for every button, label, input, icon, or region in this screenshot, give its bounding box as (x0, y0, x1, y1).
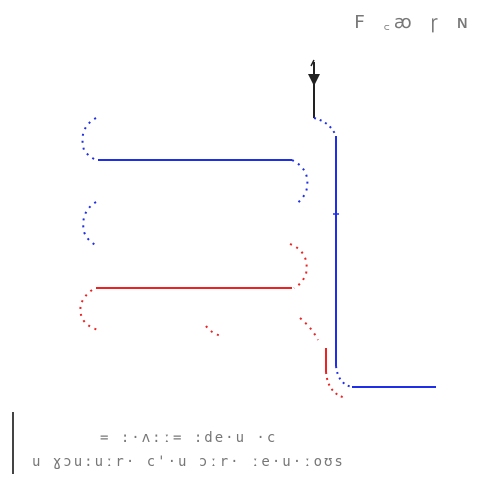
blue-vertical-wire-top-curve (313, 117, 337, 137)
caption-line-1: = :·ʌ:ː= :de·u ·c (100, 430, 278, 446)
pointer-arrow (308, 59, 320, 118)
red-coil-arc-bottom-middle (205, 325, 223, 337)
blue-coil-arc-mid-left (82, 201, 99, 247)
red-bottom-curve (325, 371, 347, 399)
caption-block: = :·ʌ:ː= :de·u ·c u ɣɔu:uːr· c'·u ɔːr· ː… (12, 412, 452, 474)
red-coil-arc-right-lower (299, 317, 319, 341)
red-coil-arc-right-upper (289, 243, 308, 289)
corner-label: F ꜀ꜵ ꞅ ɴ (354, 12, 472, 33)
caption-line-2: u ɣɔu:uːr· c'·u ɔːr· ːe·u·ːoʊs (32, 454, 345, 470)
blue-coil-arc-right (291, 159, 309, 205)
blue-coil-arc-top-left (81, 117, 97, 161)
blue-bottom-curve (335, 365, 353, 388)
red-coil-arc-left-lower (79, 289, 99, 331)
caption-left-bar (12, 412, 14, 474)
